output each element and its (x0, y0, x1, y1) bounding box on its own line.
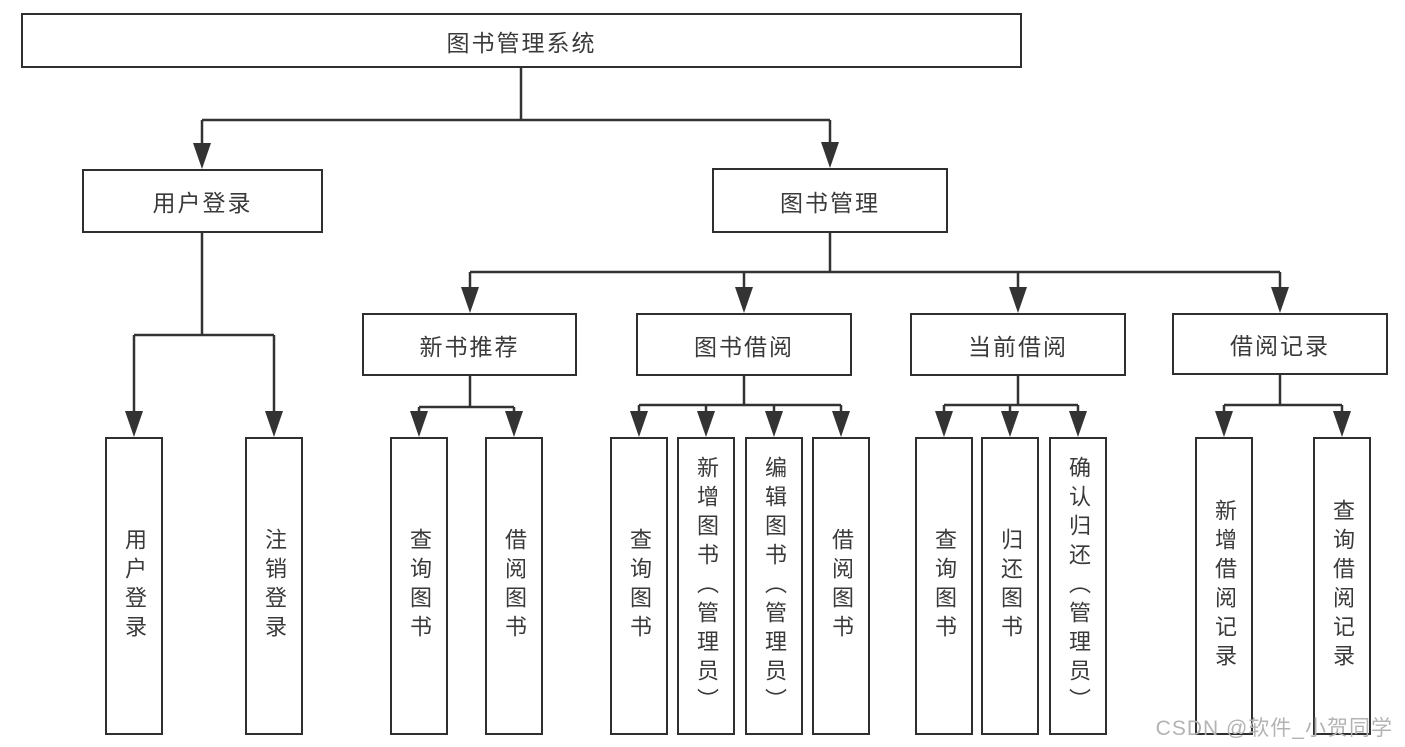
arrowhead-icon (630, 411, 648, 437)
node-new-book-recommend: 新书推荐 (362, 313, 577, 376)
leaf-label: 编辑图书（管理员） (762, 455, 787, 717)
leaf-confirm-return-admin: 确认归还（管理员） (1049, 437, 1107, 735)
leaf-label: 查询图书 (932, 528, 957, 644)
leaf-label: 借阅图书 (502, 528, 527, 644)
leaf-query-books-recommend: 查询图书 (390, 437, 448, 735)
leaf-label: 新增图书（管理员） (694, 455, 719, 717)
leaf-add-book-admin: 新增图书（管理员） (677, 437, 735, 735)
arrowhead-icon (505, 411, 523, 437)
arrowhead-icon (1215, 411, 1233, 437)
node-current-borrow: 当前借阅 (910, 313, 1126, 376)
arrowhead-icon (1271, 287, 1289, 313)
arrowhead-icon (125, 411, 143, 437)
arrowhead-icon (1069, 411, 1087, 437)
leaf-label: 归还图书 (998, 528, 1023, 644)
arrowhead-icon (832, 411, 850, 437)
leaf-edit-book-admin: 编辑图书（管理员） (745, 437, 803, 735)
arrowhead-icon (697, 411, 715, 437)
leaf-borrow-books-recommend: 借阅图书 (485, 437, 543, 735)
node-book-borrow: 图书借阅 (636, 313, 852, 376)
leaf-add-borrow-record: 新增借阅记录 (1195, 437, 1253, 735)
leaf-label: 查询借阅记录 (1330, 499, 1355, 673)
arrowhead-icon (821, 142, 839, 168)
arrowhead-icon (461, 287, 479, 313)
arrowhead-icon (1001, 411, 1019, 437)
leaf-label: 确认归还（管理员） (1066, 455, 1091, 717)
arrowhead-icon (410, 411, 428, 437)
arrowhead-icon (1333, 411, 1351, 437)
leaf-label: 查询图书 (407, 528, 432, 644)
leaf-label: 用户登录 (122, 528, 147, 644)
csdn-watermark: CSDN @软件_小贺同学 (1155, 717, 1393, 740)
arrowhead-icon (1009, 287, 1027, 313)
leaf-query-books-current: 查询图书 (915, 437, 973, 735)
arrowhead-icon (765, 411, 783, 437)
leaf-query-books-borrow: 查询图书 (610, 437, 668, 735)
node-borrow-records: 借阅记录 (1172, 313, 1388, 375)
leaf-return-book: 归还图书 (981, 437, 1039, 735)
leaf-query-borrow-record: 查询借阅记录 (1313, 437, 1371, 735)
arrowhead-icon (193, 143, 211, 169)
node-user-login: 用户登录 (82, 169, 323, 233)
leaf-label: 新增借阅记录 (1212, 499, 1237, 673)
arrowhead-icon (735, 287, 753, 313)
leaf-logout: 注销登录 (245, 437, 303, 735)
leaf-user-login: 用户登录 (105, 437, 163, 735)
arrowhead-icon (265, 411, 283, 437)
leaf-label: 查询图书 (627, 528, 652, 644)
leaf-label: 借阅图书 (829, 528, 854, 644)
leaf-label: 注销登录 (262, 528, 287, 644)
arrowhead-icon (935, 411, 953, 437)
node-book-management: 图书管理 (712, 168, 948, 233)
leaf-borrow-books: 借阅图书 (812, 437, 870, 735)
node-root-title: 图书管理系统 (21, 13, 1022, 68)
